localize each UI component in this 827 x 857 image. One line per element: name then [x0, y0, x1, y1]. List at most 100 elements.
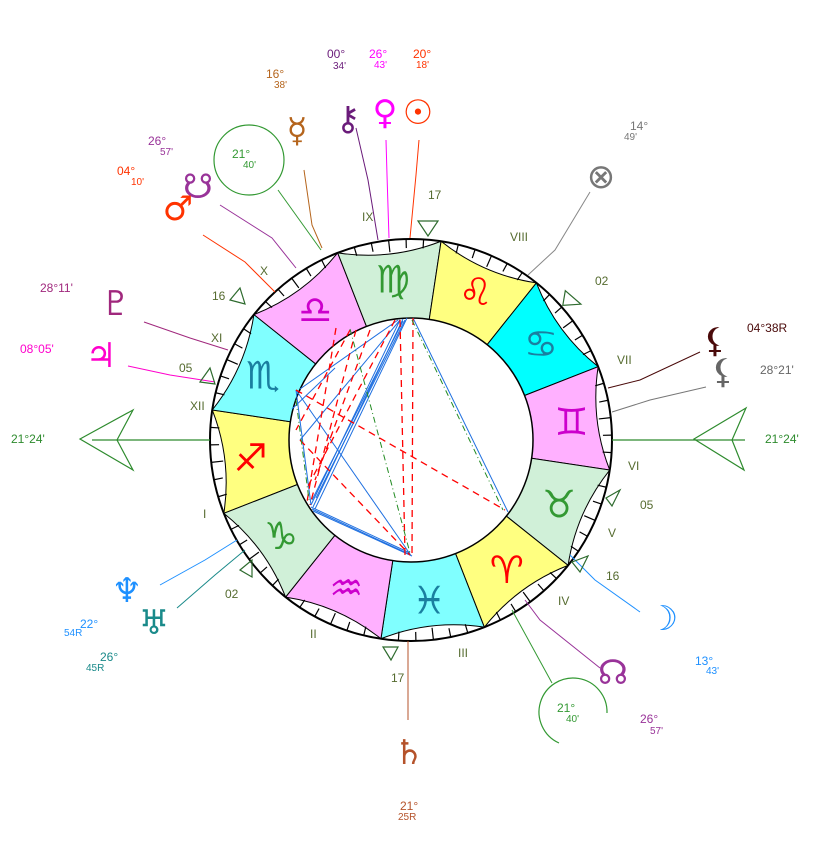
chiron-minute: 34' — [333, 61, 346, 72]
sun-icon: ☉︎ — [403, 93, 433, 133]
neptune-minute: 54R — [64, 628, 82, 639]
jupiter-degree: 08°05' — [20, 342, 54, 356]
mars-minute: 10' — [131, 177, 144, 188]
ic-minute: 40' — [566, 714, 579, 725]
chiron-icon: ⚷︎ — [336, 99, 361, 139]
house-numeral: V — [608, 526, 616, 540]
venus-icon: ♀︎ — [373, 93, 398, 133]
planet-moon: ☽︎ 13°43' — [648, 599, 719, 677]
planet-neptune: ♆︎ 22°54R — [64, 571, 142, 639]
imum-coeli-marker: 21° 40' — [511, 609, 608, 744]
mercury-icon: ☿︎ — [287, 111, 308, 151]
cusp-degree: 17 — [428, 188, 442, 202]
south-node-icon: ☋︎ — [183, 167, 213, 207]
planet-south-node: ☋︎ 26°57' — [148, 134, 213, 207]
house-numeral: I — [203, 507, 206, 521]
house-numeral: VII — [617, 353, 632, 367]
descendant-axis — [612, 406, 748, 472]
house-numeral: VI — [628, 459, 639, 473]
cusp-degree: 16 — [212, 289, 226, 303]
uranus-minute: 45R — [86, 663, 104, 674]
house-numeral: X — [260, 264, 268, 278]
venus-degree: 26° — [369, 47, 387, 61]
part-of-fortune-minute: 49' — [624, 132, 637, 143]
ascendant-degree: 21°24' — [11, 432, 45, 446]
planet-pointer-lines — [127, 127, 707, 720]
chiron-degree: 00° — [327, 47, 345, 61]
north-node-degree: 26° — [640, 712, 658, 726]
planet-uranus: ♅︎26°45R — [86, 603, 169, 674]
south-node-degree: 26° — [148, 134, 166, 148]
sign-glyph-scorpio: ♏︎ — [246, 353, 280, 397]
cusp-degree: 16 — [606, 569, 620, 583]
cusp-degree: 02 — [595, 274, 609, 288]
mc-degree: 21° — [232, 147, 250, 161]
cusp-degree: 17 — [391, 671, 405, 685]
mercury-degree: 16° — [266, 67, 284, 81]
black-moon-lilith-true-degree: 04°38R — [747, 321, 787, 335]
north-node-icon: ☊︎ — [598, 653, 628, 693]
planet-sun: ☉︎ 20°18' — [403, 47, 433, 133]
house-numeral: IV — [558, 594, 569, 608]
saturn-degree: 21° — [400, 799, 418, 813]
cusp-triangles — [198, 220, 622, 662]
black-moon-lilith-true-icon: ⚸︎ — [703, 321, 728, 361]
black-moon-lilith-mean-icon: ⚸︎ — [711, 352, 736, 392]
planet-mercury: ☿︎ 16°38' — [266, 67, 307, 151]
cusp-degree: 02 — [225, 587, 239, 601]
mars-degree: 04° — [117, 164, 135, 178]
black-moon-lilith-mean-degree: 28°21' — [760, 363, 794, 377]
planet-saturn: ♄︎ 21°25R — [394, 733, 424, 823]
sun-degree: 20° — [413, 47, 431, 61]
moon-icon: ☽︎ — [648, 599, 678, 639]
sign-glyph-libra: ♎︎ — [298, 288, 332, 332]
part-of-fortune-icon: ⊗︎ — [587, 157, 616, 197]
house-numeral: XI — [211, 331, 222, 345]
aspect-lines — [291, 317, 509, 557]
sign-glyph-taurus: ♉︎ — [542, 483, 576, 527]
moon-minute: 43' — [706, 666, 719, 677]
mars-icon: ♂︎ — [163, 189, 193, 229]
house-numeral: XII — [190, 399, 205, 413]
neptune-degree: 22° — [80, 617, 98, 631]
planet-north-node: ☊︎ 26°57' — [598, 653, 663, 737]
midheaven-marker: 21° 40' — [213, 124, 322, 251]
sign-glyph-capricorn: ♑︎ — [264, 514, 298, 558]
part-of-fortune-degree: 14° — [630, 119, 648, 133]
inner-circle — [288, 317, 534, 563]
house-numeral: IX — [362, 210, 373, 224]
south-node-minute: 57' — [160, 147, 173, 158]
planet-glyphs: ☉︎20°18'♀︎26°43'⚷︎00°34'☿︎16°38'☋︎26°57'… — [20, 47, 794, 823]
neptune-icon: ♆︎ — [112, 571, 142, 611]
planet-mars: ♂︎ 04°10' — [117, 164, 193, 229]
moon-degree: 13° — [695, 654, 713, 668]
saturn-icon: ♄︎ — [394, 733, 424, 773]
sign-glyph-pisces: ♓︎ — [412, 578, 446, 622]
sign-glyph-gemini: ♊︎ — [554, 400, 588, 444]
planet-black-moon-lilith-true: ⚸︎ 04°38R — [703, 321, 788, 361]
north-node-minute: 57' — [650, 726, 663, 737]
planet-jupiter: ♃︎ 08°05' — [20, 336, 116, 376]
sign-glyph-sagittarius: ♐︎ — [233, 436, 267, 480]
planet-venus: ♀︎ 26°43' — [369, 47, 397, 133]
planet-chiron: ⚷︎ 00°34' — [327, 47, 360, 139]
cusp-degree: 05 — [179, 361, 193, 375]
venus-minute: 43' — [374, 60, 387, 71]
saturn-minute: 25R — [398, 812, 416, 823]
mc-minute: 40' — [243, 160, 256, 171]
jupiter-icon: ♃︎ — [86, 336, 116, 376]
sun-minute: 18' — [416, 60, 429, 71]
degree-ticks — [210, 239, 612, 641]
mercury-minute: 38' — [274, 80, 287, 91]
sign-glyph-virgo: ♍︎ — [376, 258, 410, 302]
sign-glyph-leo: ♌︎ — [459, 270, 493, 314]
descendant-degree: 21°24' — [765, 432, 799, 446]
sign-glyph-cancer: ♋︎ — [524, 322, 558, 366]
planet-pluto: ♇︎28°11' — [40, 281, 131, 324]
pluto-degree: 28°11' — [40, 281, 73, 295]
sign-glyph-aquarius: ♒︎ — [329, 566, 363, 610]
planet-black-moon-lilith-mean: ⚸︎ 28°21' — [711, 352, 794, 392]
